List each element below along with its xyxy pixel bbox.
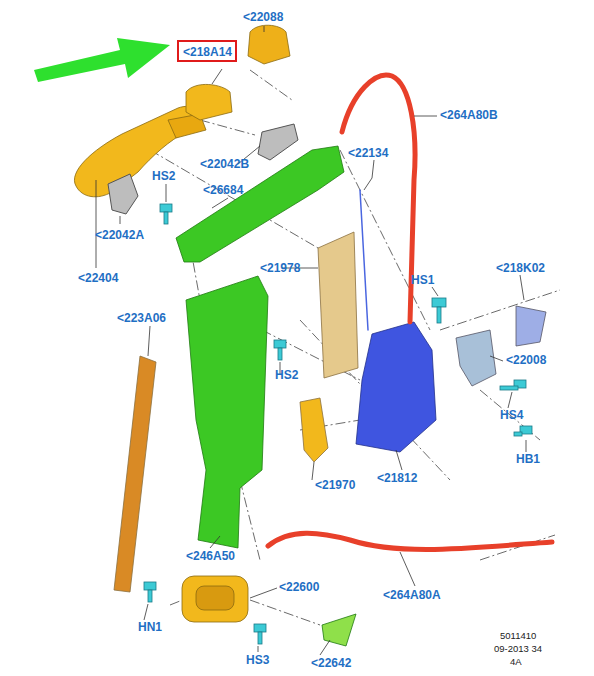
cap-part: [248, 25, 290, 64]
cap-part: [186, 84, 232, 120]
cable-part: [342, 75, 415, 322]
leader-line: [96, 26, 526, 655]
panel-part: [114, 356, 156, 592]
drawing-number: 4A: [510, 656, 522, 668]
callout-number: HS4: [500, 408, 523, 422]
inner-handle-part: [196, 586, 234, 610]
callout-number: <21970: [315, 478, 355, 492]
screw-part: [437, 307, 441, 323]
latch-part: [516, 306, 546, 346]
callout-number: <21978: [260, 261, 300, 275]
callout-number: <218K02: [496, 261, 545, 275]
panel-part: [300, 398, 328, 462]
latch-part: [456, 330, 496, 386]
screw-part: [144, 582, 156, 590]
screw-part: [432, 298, 446, 307]
drawing-number: 09-2013 34: [494, 643, 542, 655]
callout-number: HS2: [275, 368, 298, 382]
panel-part: [114, 232, 358, 592]
latch-part: [356, 306, 546, 452]
highlight-box: <218A14: [177, 40, 237, 62]
callout-number: <218A14: [183, 45, 231, 59]
callout-number: <26684: [203, 183, 243, 197]
gasket-part: [108, 174, 138, 214]
screw-part: [164, 212, 168, 224]
cable-part: [268, 533, 552, 549]
callout-number: <264A80B: [440, 108, 498, 122]
callout-number: <21812: [377, 471, 417, 485]
construction-line: [150, 70, 560, 625]
callout-number: <22134: [348, 146, 388, 160]
callout-number: HS1: [411, 273, 434, 287]
inner-handle-part: [182, 576, 248, 622]
bracket-part: [186, 276, 268, 548]
panel-part: [318, 232, 358, 378]
leader-line: [96, 26, 526, 655]
callout-number: <22642: [311, 656, 351, 670]
callout-number: HS3: [246, 653, 269, 667]
callout-number: HS2: [152, 169, 175, 183]
bracket-part: [322, 614, 356, 646]
callout-number: <246A50: [186, 549, 235, 563]
callout-number: <22600: [279, 580, 319, 594]
screw-part: [278, 348, 282, 360]
callout-number: <264A80A: [383, 588, 441, 602]
callout-number: <22042B: [200, 157, 249, 171]
gasket-part: [258, 124, 298, 160]
callout-number: <22008: [506, 353, 546, 367]
screw-part: [254, 624, 266, 632]
callout-number: HB1: [516, 452, 540, 466]
guide-arrow: [34, 38, 170, 82]
screw-part: [258, 632, 262, 644]
bracket-part: [176, 146, 344, 262]
screw-part: [274, 340, 286, 348]
screw-part: [500, 386, 518, 390]
callout-number: <22088: [243, 10, 283, 24]
construction-line: [150, 70, 560, 625]
screw-part: [148, 590, 152, 602]
callout-number: HN1: [138, 620, 162, 634]
latch-part: [356, 322, 436, 452]
callout-number: <223A06: [117, 311, 166, 325]
inner-handle-part: [182, 576, 248, 622]
callout-number: <22404: [78, 271, 118, 285]
drawing-number: 5011410: [500, 630, 536, 642]
cable-part: [360, 190, 368, 330]
bracket-part: [176, 146, 356, 646]
callout-number: <22042A: [95, 228, 144, 242]
screw-part: [160, 204, 172, 212]
guide-arrow: [34, 38, 170, 82]
cable-part: [268, 75, 552, 549]
screw-part: [144, 204, 532, 644]
handle-part: [74, 106, 206, 196]
screw-part: [514, 432, 522, 436]
